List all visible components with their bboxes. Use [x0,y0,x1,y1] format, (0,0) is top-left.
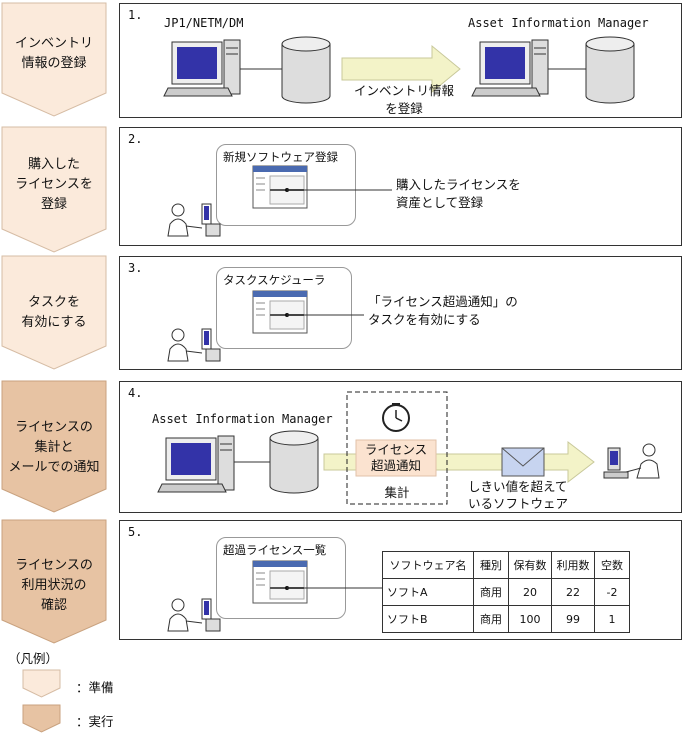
step-arrow-2 [1,126,107,253]
panel-inventory: 1. JP1/NETM/DM Asset Information Manager [119,3,682,118]
table-header-cell: 利用数 [551,551,595,579]
window-title: 超過ライセンス一覧 [223,543,327,557]
window-title: タスクスケジューラ [223,273,326,287]
legend-prepare-swatch [22,669,61,698]
database-icon [585,36,635,104]
step-label-3: タスクを 有効にする [21,295,87,330]
envelope-icon [501,447,545,477]
clock-icon [382,403,410,432]
mail-caption: しきい値を超えて いるソフトウェア [468,479,569,511]
panel-enable-task: 3. タスクスケジューラ 「ライセンス超過通知」の タスクを有効にする [119,256,682,370]
table-header-cell: 種別 [473,551,509,579]
aim-title: Asset Information Manager [152,412,333,426]
panel3-graphics [167,290,364,362]
panel2-graphics [167,165,392,237]
database-icon [269,430,319,494]
step-arrow-5 [1,519,107,644]
window-title: 新規ソフトウェア登録 [223,150,338,164]
step-label-1: インベントリ 情報の登録 [14,36,93,71]
panel5-graphics [167,560,382,632]
step-arrow-1 [1,2,107,117]
person-at-computer-icon [603,443,660,479]
arrow-caption: インベントリ情報 を登録 [353,83,454,116]
step-number: 5. [128,525,143,539]
table-header-cell: ソフトウェア名 [382,551,474,579]
computer-icon [471,39,549,97]
jp1-title: JP1/NETM/DM [164,16,244,30]
window-icon [252,560,308,604]
table-cell: 100 [508,605,552,633]
task-text: 「ライセンス超過通知」の タスクを有効にする [368,294,518,327]
table-cell: -2 [594,578,630,606]
license-excess-notice: ライセンス 超過通知 [364,442,428,473]
step-arrow-4 [1,380,107,513]
step-arrow-3 [1,255,107,370]
person-at-computer-icon [167,203,221,237]
computer-icon [157,435,235,493]
aim-title: Asset Information Manager [468,16,649,30]
panel-aggregate-notify: 4. Asset Information Manager [119,381,682,513]
panel-register-license: 2. 新規ソフトウェア登録 購入したライセンスを 資産として登録 [119,127,682,246]
table-cell: 商用 [473,578,509,606]
person-at-computer-icon [167,328,221,362]
window-icon [252,290,308,334]
excess-license-table: ソフトウェア名 種別 保有数 利用数 空数 ソフトA 商用 20 22 -2 ソ… [382,551,630,633]
notice-box [355,439,437,477]
panel4-graphics [157,391,660,505]
legend-execute-label: ：実行 [76,714,114,729]
window-icon [252,165,308,209]
table-cell: 20 [508,578,552,606]
table-row: ソフトA 商用 20 22 -2 [382,578,630,606]
table-row: ソフトB 商用 100 99 1 [382,605,630,633]
step-label-5: ライセンスの 利用状況の 確認 [15,558,93,613]
legend-title: （凡例） [8,651,59,666]
legend-prepare-label: ：準備 [76,680,114,695]
register-text: 購入したライセンスを 資産として登録 [396,177,521,210]
table-cell: 商用 [473,605,509,633]
database-icon [281,36,331,104]
step-number: 1. [128,8,143,22]
table-cell: 22 [551,578,595,606]
table-cell: 1 [594,605,630,633]
person-at-computer-icon [167,598,221,632]
table-header-cell: 保有数 [508,551,552,579]
computer-icon [163,39,241,97]
legend-execute-swatch [22,704,61,733]
panel-check-usage: 5. 超過ライセンス一覧 ソフトウェア名 種別 保有数 利 [119,520,682,640]
panel1-graphics [163,36,635,104]
step-number: 3. [128,261,143,275]
aggregate-box [346,391,448,505]
table-cell: 99 [551,605,595,633]
table-cell: ソフトB [382,605,474,633]
step-number: 2. [128,132,143,146]
step-label-2: 購入した ライセンスを 登録 [15,157,93,212]
table-header-cell: 空数 [594,551,630,579]
arrow-icon [341,44,461,94]
table-header-row: ソフトウェア名 種別 保有数 利用数 空数 [382,551,630,579]
table-cell: ソフトA [382,578,474,606]
step-number: 4. [128,386,143,400]
step-label-4: ライセンスの 集計と メールでの通知 [8,420,100,475]
aggregate-label: 集計 [384,485,410,500]
